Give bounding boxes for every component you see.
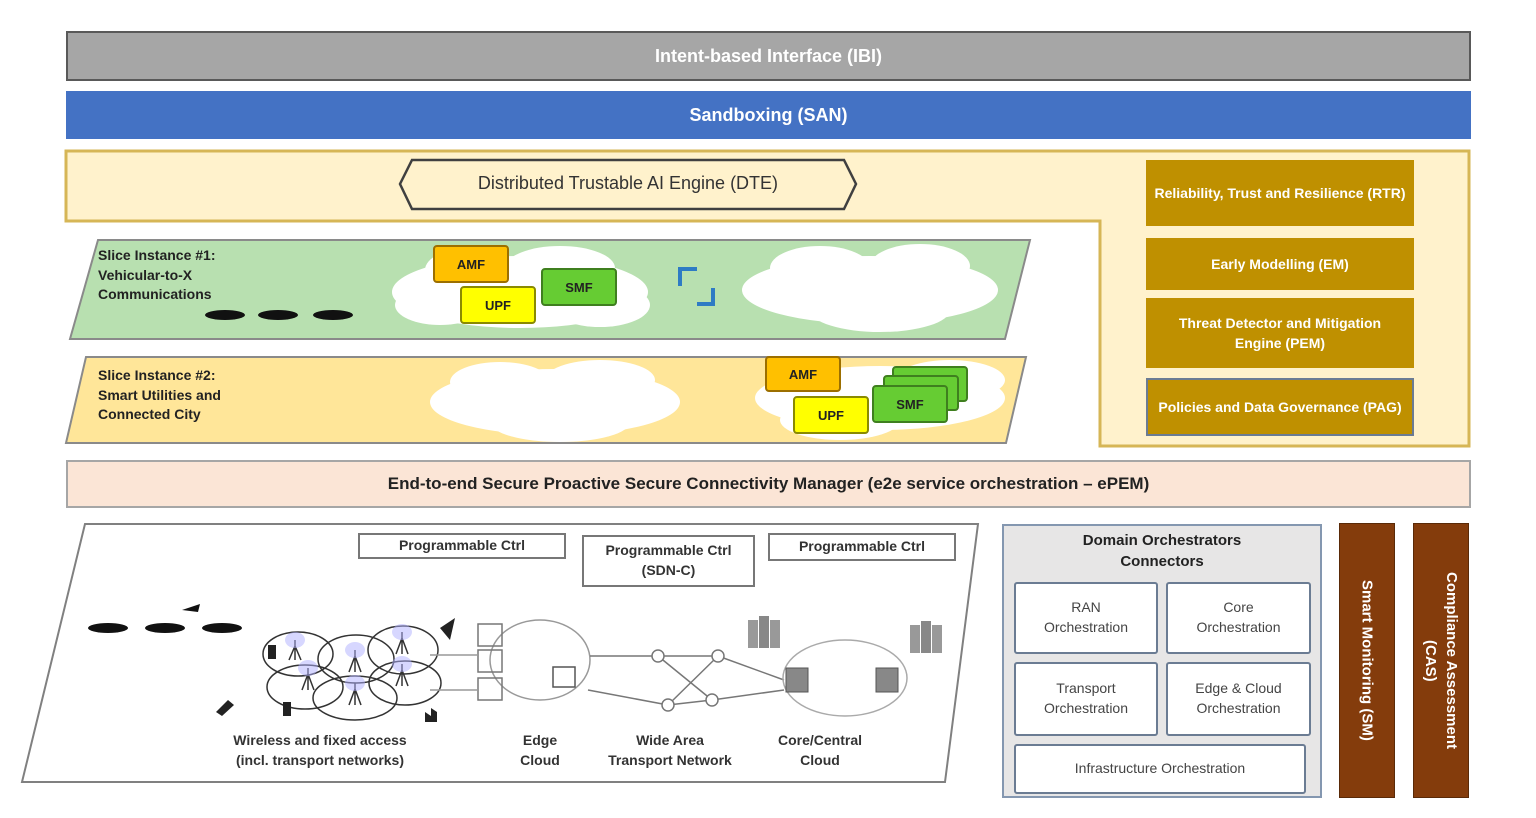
infrastructure-plane <box>20 523 980 783</box>
transport-line2: Orchestration <box>1043 700 1129 716</box>
pag-label: Policies and Data Governance (PAG) <box>1158 398 1402 415</box>
core-line1: Core/Central <box>777 732 863 748</box>
core-line2: Cloud <box>800 751 840 768</box>
core-orch-line1: Core <box>1223 599 1254 616</box>
edge-segment-label: Edge Cloud <box>500 731 580 770</box>
ctrl-label: Programmable Ctrl <box>605 542 732 559</box>
cas-line2: (CAS) <box>1422 639 1439 682</box>
edge-line1: Edge <box>522 732 558 748</box>
slice-2-amf: AMF <box>765 356 841 392</box>
ran-line2: Orchestration <box>1043 619 1129 635</box>
programmable-ctrl-sdn: Programmable Ctrl (SDN-C) <box>582 535 755 587</box>
infrastructure-orchestration: Infrastructure Orchestration <box>1014 744 1306 794</box>
wan-topology-icon <box>587 649 785 712</box>
dte-hexagon <box>398 158 858 211</box>
epem-label: End-to-end Secure Proactive Secure Conne… <box>387 474 1150 493</box>
slice-1-line3: Communications <box>98 286 212 303</box>
domain-orchestrators-title: Domain Orchestrators Connectors <box>1004 530 1320 572</box>
upf-label: UPF <box>818 407 844 423</box>
slice-1-line2: Vehicular-to-X <box>98 266 193 283</box>
epem-layer: End-to-end Secure Proactive Secure Conne… <box>66 460 1471 508</box>
smf-label: SMF <box>896 396 924 412</box>
dte-engine-label: Distributed Trustable AI Engine (DTE) <box>400 157 856 209</box>
slice-1-amf: AMF <box>433 245 509 283</box>
ran-orchestration: RAN Orchestration <box>1014 582 1158 654</box>
dte-frame <box>64 149 1471 448</box>
focus-bracket-icon <box>678 267 715 306</box>
core-orch-line2: Orchestration <box>1196 619 1281 635</box>
slice-1-cloud-right <box>742 244 998 332</box>
wan-line2: Transport Network <box>608 751 732 768</box>
slice-1-upf: UPF <box>460 286 536 324</box>
edge-cloud-orchestration: Edge & Cloud Orchestration <box>1166 662 1311 736</box>
infrastructure-label: Infrastructure Orchestration <box>1074 760 1246 777</box>
device-icons <box>216 618 455 722</box>
ibi-label: Intent-based Interface (IBI) <box>654 45 883 66</box>
sm-label: Smart Monitoring (SM) <box>1358 580 1376 741</box>
core-segment-label: Core/Central Cloud <box>760 731 880 770</box>
cas-line1: Compliance Assessment <box>1443 571 1460 749</box>
slice-2-line3: Connected City <box>98 406 201 423</box>
wan-line1: Wide Area <box>636 732 704 748</box>
wan-segment-label: Wide Area Transport Network <box>590 731 750 770</box>
edge-cloud-line2: Orchestration <box>1196 700 1281 716</box>
smart-monitoring-bar: Smart Monitoring (SM) <box>1339 523 1395 798</box>
programmable-ctrl-access: Programmable Ctrl <box>358 533 566 559</box>
compliance-assessment-bar: Compliance Assessment (CAS) <box>1413 523 1469 798</box>
access-segment-label: Wireless and fixed access (incl. transpo… <box>200 731 440 770</box>
upf-label: UPF <box>485 297 511 313</box>
pag-module: Policies and Data Governance (PAG) <box>1146 378 1414 436</box>
edge-cloud-line1: Edge & Cloud <box>1195 680 1282 697</box>
ctrl-label: Programmable Ctrl <box>798 538 926 555</box>
access-line2: (incl. transport networks) <box>235 751 405 768</box>
dte-text: Distributed Trustable AI Engine (DTE) <box>477 172 779 193</box>
slice-2-upf: UPF <box>793 396 869 434</box>
sandboxing-layer: Sandboxing (SAN) <box>66 91 1471 139</box>
smf-label: SMF <box>565 279 593 295</box>
edge-cloud-icon <box>430 619 591 701</box>
slice-2-label: Slice Instance #2: Smart Utilities and C… <box>98 366 221 425</box>
antenna-glow <box>285 624 412 691</box>
slice-2-title: Slice Instance #2: <box>98 367 216 383</box>
edge-line2: Cloud <box>520 751 560 768</box>
core-cloud-icon <box>748 616 942 717</box>
doc-title-line2: Connectors <box>1120 553 1204 570</box>
ran-line1: RAN <box>1071 599 1101 616</box>
cas-label: Compliance Assessment (CAS) <box>1420 572 1462 749</box>
slice-2-cloud-left <box>430 360 680 442</box>
san-label: Sandboxing (SAN) <box>689 104 848 125</box>
slice-1-smf: SMF <box>541 268 617 306</box>
pem-module: Threat Detector and Mitigation Engine (P… <box>1146 298 1414 368</box>
transport-line1: Transport <box>1056 680 1116 697</box>
core-orchestration: Core Orchestration <box>1166 582 1311 654</box>
em-module: Early Modelling (EM) <box>1146 238 1414 290</box>
slice-2-line2: Smart Utilities and <box>98 386 221 403</box>
slice-1-title: Slice Instance #1: <box>98 247 216 263</box>
amf-label: AMF <box>456 256 486 272</box>
slice-1-label: Slice Instance #1: Vehicular-to-X Commun… <box>98 246 216 305</box>
amf-label: AMF <box>788 366 818 382</box>
intent-based-interface-layer: Intent-based Interface (IBI) <box>66 31 1471 81</box>
rtr-module: Reliability, Trust and Resilience (RTR) <box>1146 160 1414 226</box>
pem-label: Threat Detector and Mitigation Engine (P… <box>1178 314 1382 351</box>
rtr-label: Reliability, Trust and Resilience (RTR) <box>1154 184 1406 201</box>
access-line1: Wireless and fixed access <box>233 732 407 748</box>
vehicle-icons-infra <box>88 604 242 633</box>
programmable-ctrl-core: Programmable Ctrl <box>768 533 956 561</box>
em-label: Early Modelling (EM) <box>1211 255 1349 272</box>
vehicle-icons <box>205 310 353 320</box>
doc-title-line1: Domain Orchestrators <box>1082 532 1242 549</box>
ctrl-label: Programmable Ctrl <box>398 537 526 554</box>
transport-orchestration: Transport Orchestration <box>1014 662 1158 736</box>
ctrl-sublabel: (SDN-C) <box>641 562 696 578</box>
slice-2-smf: SMF <box>872 385 948 423</box>
